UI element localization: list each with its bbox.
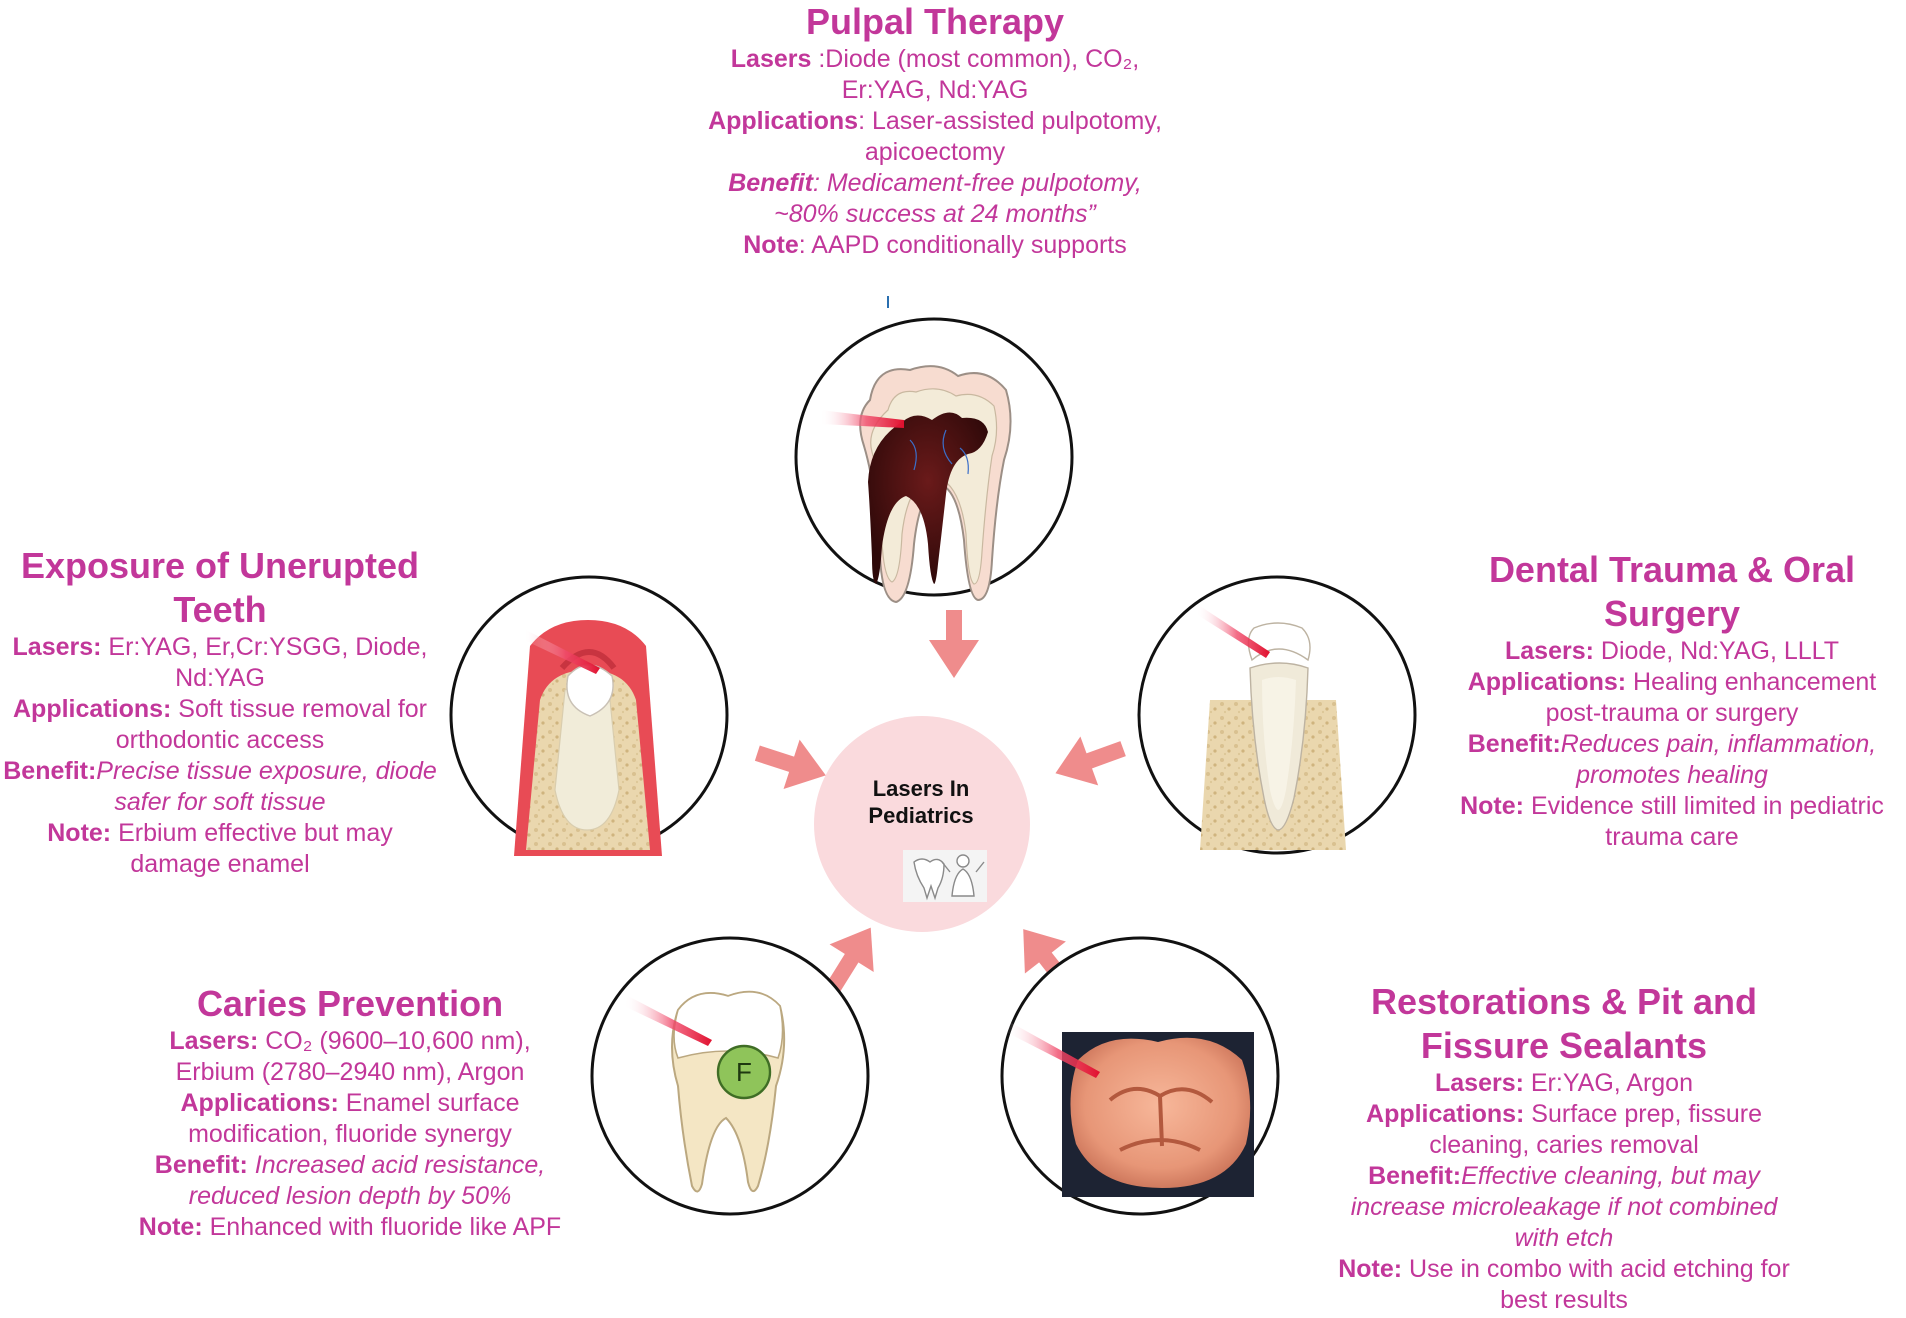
exposure-benefit-label: Benefit: xyxy=(3,757,97,785)
trauma-applications-label: Applications: xyxy=(1467,668,1627,696)
pulpal-lasers-value: :Diode (most common), CO₂, Er:YAG, Nd:YA… xyxy=(811,45,1140,104)
pulpal-benefit-label: Benefit xyxy=(728,169,813,197)
exposure-applications-value: Soft tissue removal for orthodontic acce… xyxy=(115,695,427,754)
restorations-applications: Applications: Surface prep, fissure clea… xyxy=(1330,1099,1798,1161)
caries-note-value: Enhanced with fluoride like APF xyxy=(202,1213,562,1241)
pulpal-benefit: Benefit: Medicament-free pulpotomy, ~80%… xyxy=(700,168,1170,230)
caries-applications: Applications: Enamel surface modificatio… xyxy=(138,1088,562,1150)
molar-pulp-illustration xyxy=(820,365,1012,604)
pulpal-applications-value: : Laser-assisted pulpotomy, apicoectomy xyxy=(858,107,1162,166)
exposure-circle xyxy=(449,575,729,856)
exposure-lasers: Lasers: Er:YAG, Er,Cr:YSGG, Diode, Nd:YA… xyxy=(0,632,440,694)
restorations-benefit: Benefit:Effective cleaning, but may incr… xyxy=(1330,1161,1798,1254)
restorations-lasers-label: Lasers: xyxy=(1434,1069,1524,1097)
restorations-applications-value: Surface prep, fissure cleaning, caries r… xyxy=(1429,1100,1762,1159)
trauma-note: Note: Evidence still limited in pediatri… xyxy=(1438,791,1906,853)
arrows xyxy=(754,610,1126,993)
restorations-benefit-value: Effective cleaning, but may increase mic… xyxy=(1350,1162,1778,1252)
restorations-applications-label: Applications: xyxy=(1366,1100,1525,1128)
trauma-note-label: Note: xyxy=(1460,792,1524,820)
caries-lasers-value: CO₂ (9600–10,600 nm), Erbium (2780–2940 … xyxy=(175,1027,531,1086)
trauma-circle xyxy=(1137,575,1417,855)
trauma-lasers: Lasers: Diode, Nd:YAG, LLLT xyxy=(1438,636,1906,667)
pulpal-note-label: Note xyxy=(743,231,799,259)
pulpal-therapy-block: Pulpal Therapy Lasers :Diode (most commo… xyxy=(700,0,1170,261)
exposure-lasers-value: Er:YAG, Er,Cr:YSGG, Diode, Nd:YAG xyxy=(101,633,428,692)
pulpal-circle xyxy=(794,317,1074,604)
arrow-right xyxy=(1055,736,1126,786)
restorations-note: Note: Use in combo with acid etching for… xyxy=(1330,1254,1798,1316)
trauma-lasers-value: Diode, Nd:YAG, LLLT xyxy=(1593,637,1839,665)
trauma-benefit: Benefit:Reduces pain, inflammation, prom… xyxy=(1438,729,1906,791)
trauma-benefit-value: Reduces pain, inflammation, promotes hea… xyxy=(1560,730,1877,789)
caries-title: Caries Prevention xyxy=(196,983,504,1024)
pulpal-note-value: : AAPD conditionally supports xyxy=(798,231,1127,259)
caries-applications-value: Enamel surface modification, fluoride sy… xyxy=(188,1089,520,1148)
caries-note-label: Note: xyxy=(138,1213,203,1241)
pulpal-applications-label: Applications xyxy=(708,107,859,135)
restorations-lasers-value: Er:YAG, Argon xyxy=(1523,1069,1693,1097)
arrow-left xyxy=(754,739,826,790)
center-label-line2: Pediatrics xyxy=(868,803,974,828)
arrow-top xyxy=(929,610,979,678)
restorations-title: Restorations & Pit and Fissure Sealants xyxy=(1370,981,1758,1066)
trauma-benefit-label: Benefit: xyxy=(1467,730,1561,758)
arrow-bottom-left xyxy=(825,927,874,993)
restorations-note-value: Use in combo with acid etching for best … xyxy=(1402,1255,1790,1314)
pulpal-title: Pulpal Therapy xyxy=(805,1,1065,42)
trauma-block: Dental Trauma & Oral Surgery Lasers: Dio… xyxy=(1438,548,1906,853)
fluoride-tooth-illustration: F xyxy=(624,990,786,1193)
trauma-title: Dental Trauma & Oral Surgery xyxy=(1488,549,1856,634)
caries-lasers: Lasers: CO₂ (9600–10,600 nm), Erbium (27… xyxy=(138,1026,562,1088)
child-dentist-icon xyxy=(903,850,987,902)
trauma-note-value: Evidence still limited in pediatric trau… xyxy=(1524,792,1884,851)
caries-lasers-label: Lasers: xyxy=(169,1027,259,1055)
pulpal-benefit-value: : Medicament-free pulpotomy, ~80% succes… xyxy=(774,169,1142,228)
restorations-lasers: Lasers: Er:YAG, Argon xyxy=(1330,1068,1798,1099)
exposure-block: Exposure of Unerupted Teeth Lasers: Er:Y… xyxy=(0,544,440,880)
pulpal-applications: Applications: Laser-assisted pulpotomy, … xyxy=(700,106,1170,168)
trauma-lasers-label: Lasers: xyxy=(1505,637,1594,665)
molar-occlusal-photo xyxy=(1006,1022,1254,1197)
caries-benefit-label: Benefit: xyxy=(154,1151,248,1179)
pulpal-lasers: Lasers :Diode (most common), CO₂, Er:YAG… xyxy=(700,44,1170,106)
restorations-benefit-label: Benefit: xyxy=(1368,1162,1462,1190)
trauma-applications-value: Healing enhancement post-trauma or surge… xyxy=(1545,668,1877,727)
unerupted-tooth-illustration xyxy=(514,620,662,856)
trauma-applications: Applications: Healing enhancement post-t… xyxy=(1438,667,1906,729)
exposure-lasers-label: Lasers: xyxy=(12,633,102,661)
caries-applications-label: Applications: xyxy=(180,1089,339,1117)
caries-benefit: Benefit: Increased acid resistance, redu… xyxy=(138,1150,562,1212)
caries-circle: F xyxy=(590,936,870,1216)
center-label-line1: Lasers In xyxy=(872,776,970,801)
exposure-note-value: Erbium effective but may damage enamel xyxy=(111,819,393,878)
center-label: Lasers In Pediatrics xyxy=(841,775,1001,829)
exposure-note-label: Note: xyxy=(47,819,112,847)
exposure-benefit: Benefit:Precise tissue exposure, diode s… xyxy=(0,756,440,818)
restorations-note-label: Note: xyxy=(1338,1255,1403,1283)
restorations-block: Restorations & Pit and Fissure Sealants … xyxy=(1330,980,1798,1316)
incisor-illustration xyxy=(1196,606,1346,850)
caries-block: Caries Prevention Lasers: CO₂ (9600–10,6… xyxy=(138,982,562,1243)
pulpal-lasers-label: Lasers xyxy=(730,45,812,73)
exposure-applications: Applications: Soft tissue removal for or… xyxy=(0,694,440,756)
exposure-applications-label: Applications: xyxy=(13,695,172,723)
exposure-note: Note: Erbium effective but may damage en… xyxy=(0,818,440,880)
restorations-circle xyxy=(1000,936,1280,1216)
pulpal-note: Note: AAPD conditionally supports xyxy=(700,230,1170,261)
fluoride-letter: F xyxy=(736,1057,752,1087)
caries-note: Note: Enhanced with fluoride like APF xyxy=(138,1212,562,1243)
exposure-title: Exposure of Unerupted Teeth xyxy=(20,545,420,630)
exposure-benefit-value: Precise tissue exposure, diode safer for… xyxy=(96,757,437,816)
caries-benefit-value: Increased acid resistance, reduced lesio… xyxy=(188,1151,546,1210)
